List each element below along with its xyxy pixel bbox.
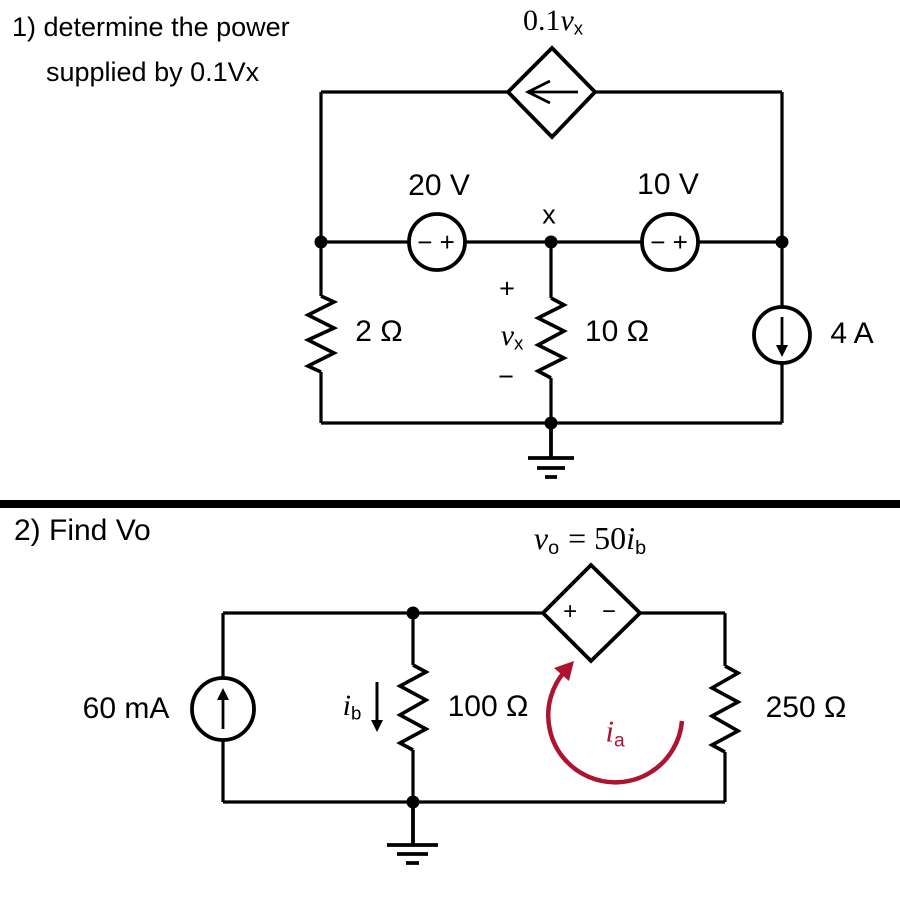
ib-arrowhead	[371, 720, 383, 732]
node-dot-x	[544, 235, 558, 249]
isource-4a-label: 4 A	[830, 317, 874, 350]
isource-4a-arrowhead	[776, 345, 788, 357]
vx-label: vx	[500, 319, 524, 354]
vsource-10v	[640, 212, 700, 272]
resistor-10ohm	[533, 296, 569, 380]
vsource-20v-label: 20 V	[408, 169, 470, 202]
problem1-title-line2: supplied by 0.1Vx	[46, 57, 260, 87]
circuit1-schematic	[303, 45, 812, 479]
vx-plus-sign: +	[499, 273, 515, 304]
dep-source2-ivar: i	[626, 520, 636, 556]
dep-source2-polarity: + −	[563, 598, 625, 625]
ground-icon	[387, 802, 438, 865]
node-dot	[775, 235, 789, 249]
ia-sub: a	[613, 730, 625, 752]
ib-var: i	[342, 689, 351, 722]
dep-voltage-source-50ib	[540, 562, 643, 664]
vsource-20v-polarity: − +	[417, 227, 455, 257]
dep-source2-eq: = 50	[568, 520, 627, 556]
dep-source2-var-sub: o	[548, 536, 560, 559]
vx-sub: x	[514, 332, 524, 354]
isource-60ma-arrowhead	[217, 688, 229, 700]
dep-source1-var: v	[560, 4, 574, 37]
ib-sub: b	[351, 702, 362, 724]
resistor-100ohm	[396, 663, 430, 752]
section-divider	[0, 500, 900, 508]
vsource-10v-polarity: − +	[650, 227, 688, 257]
node-dot	[314, 235, 328, 249]
resistor-10ohm-label: 10 Ω	[584, 315, 650, 348]
resistor-100ohm-label: 100 Ω	[447, 690, 529, 723]
dep-source2-var: v	[533, 520, 549, 556]
node-x-label: x	[542, 199, 556, 230]
dep-source1-coeff: 0.1	[522, 4, 561, 37]
ground-icon	[528, 423, 574, 479]
ia-loop-arrow-icon	[546, 669, 685, 785]
ib-label: ib	[342, 689, 362, 724]
circuit2-wires	[221, 611, 727, 804]
dep-source1-arrow-left-icon	[524, 79, 578, 105]
vx-minus-sign: −	[498, 361, 514, 392]
resistor-2ohm-label: 2 Ω	[355, 315, 403, 348]
dep-source2-ivar-sub: b	[635, 536, 647, 559]
resistor-250ohm	[708, 664, 742, 754]
node-dot	[406, 606, 420, 620]
ia-loop-arrowhead	[554, 661, 574, 681]
vx-var: v	[500, 319, 515, 352]
problem2-title: 2) Find Vo	[14, 514, 151, 547]
resistor-250ohm-label: 250 Ω	[765, 691, 847, 724]
dep-source1-label: 0.1vx	[522, 4, 584, 39]
isource-60ma-label: 60 mA	[82, 692, 170, 725]
vsource-20v	[407, 212, 467, 272]
circuit1-wires	[319, 90, 784, 425]
ia-var: i	[605, 713, 614, 749]
circuit2-schematic	[190, 562, 742, 865]
problem1-title-line1: 1) determine the power	[12, 12, 290, 42]
dep-source1-sub: x	[573, 17, 584, 39]
ia-label: ia	[605, 713, 624, 751]
vsource-10v-label: 10 V	[637, 168, 699, 201]
resistor-2ohm	[303, 294, 339, 374]
dep-source2-label: vo = 50ib	[533, 520, 646, 558]
